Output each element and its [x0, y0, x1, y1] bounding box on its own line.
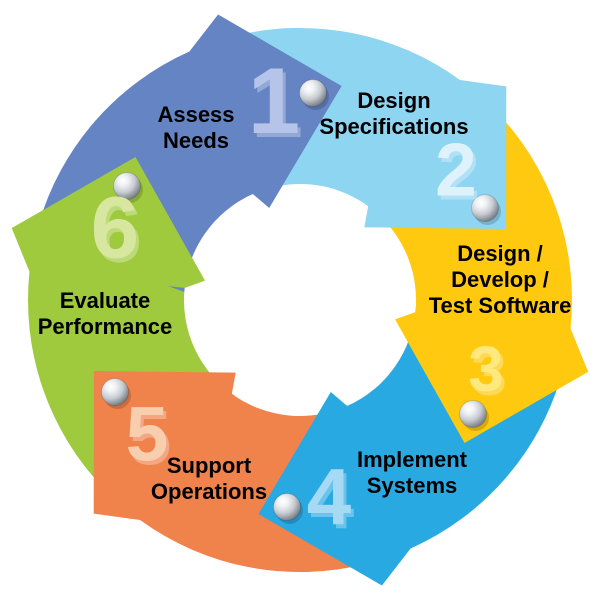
step-6-label-line-2: Performance	[37, 314, 173, 339]
step-3-label-line-2: Develop /	[451, 267, 549, 292]
step-6-label-line-1: Evaluate	[59, 288, 151, 313]
pin-ball-4	[273, 493, 301, 521]
pin-ball-3	[459, 400, 487, 428]
step-2-number: 2	[435, 127, 477, 212]
step-4-number: 4	[306, 452, 351, 541]
step-5-label-line-2: Operations	[150, 479, 268, 504]
step-1-label-line-1: Assess	[157, 102, 235, 127]
step-4-label-line-1: Implement	[356, 447, 468, 472]
arrow-step-6-head-overlay	[11, 156, 205, 288]
pin-ball-6	[113, 172, 141, 200]
step-5-number: 5	[125, 391, 169, 478]
pin-ball-5	[101, 378, 129, 406]
step-1-number: 1	[247, 48, 300, 153]
step-3-number: 3	[468, 333, 504, 405]
step-4-label-line-2: Systems	[366, 473, 458, 498]
step-3-label-line-1: Design /	[457, 241, 543, 266]
step-3-label: Design /Develop /Test Software	[429, 241, 572, 319]
step-1-label-line-2: Needs	[162, 128, 230, 153]
step-5-label-line-1: Support	[166, 453, 252, 478]
pin-ball-1	[299, 79, 327, 107]
step-6-number: 6	[90, 179, 139, 277]
step-2-label-line-1: Design	[357, 88, 431, 113]
step-2-label-line-2: Specifications	[319, 114, 469, 139]
pin-ball-2	[471, 194, 499, 222]
step-3-label-line-3: Test Software	[428, 293, 572, 318]
